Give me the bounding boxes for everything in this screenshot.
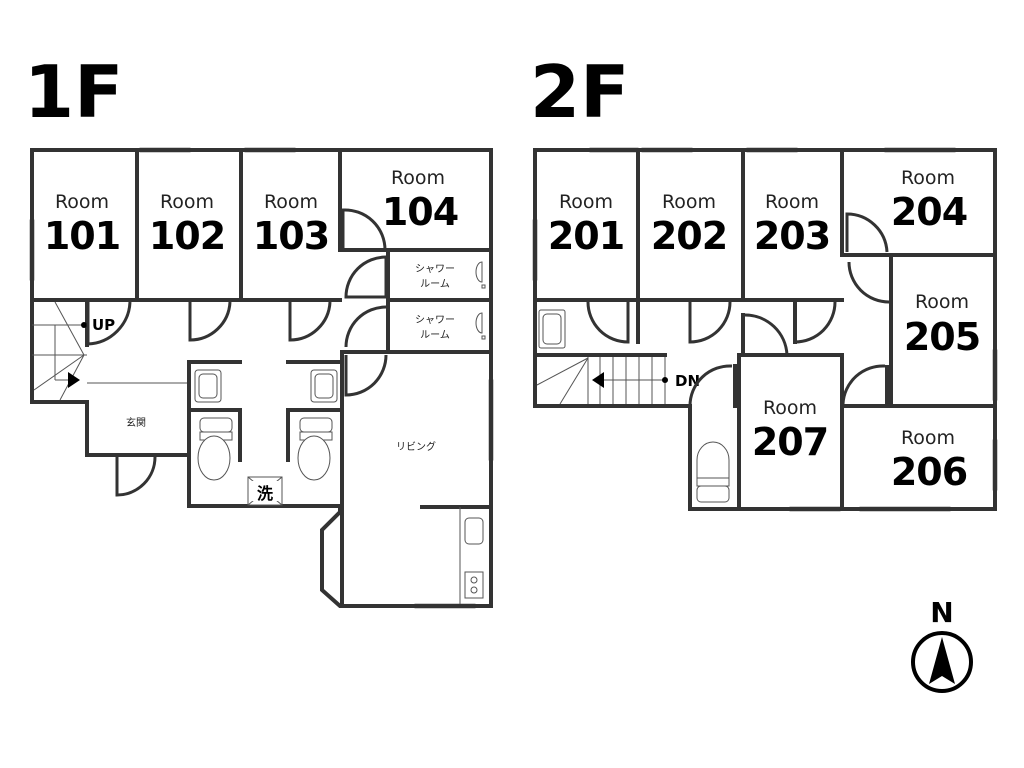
laundry-label: 洗 [257,484,273,503]
north-arrow-icon [929,637,955,684]
room-206-word: Room [901,427,955,449]
toilet-icon [197,417,233,481]
entrance-label: 玄関 [126,416,146,429]
door[interactable] [845,212,889,253]
toilet-icon [696,441,730,503]
shower-room-2-line2: ルーム [420,329,450,341]
floor-2f-plan: DN Room 201 Room 202 Room 203 Room 204 R… [532,147,998,512]
shower-room-1-line1: シャワー [415,264,455,275]
staircase-2f: DN [536,357,700,405]
door[interactable] [793,301,837,344]
door[interactable] [86,300,132,346]
room-201-number: 201 [548,214,624,258]
room-203-word: Room [765,191,819,213]
floor-label-2f: 2F [530,50,629,134]
kitchen-sink-icon [464,517,484,545]
floor-label-1f: 1F [24,50,123,134]
door[interactable] [288,301,332,342]
room-204-number: 204 [891,190,967,234]
door[interactable] [341,208,387,251]
door[interactable] [344,354,388,397]
entrance-door[interactable] [115,456,157,497]
stair-arrow-icon [68,372,80,388]
door[interactable] [841,364,886,405]
stair-label-dn: DN [675,372,700,390]
living-label: リビング [396,440,436,453]
room-203-number: 203 [754,214,830,258]
door[interactable] [688,364,733,407]
compass-circle-icon [911,631,973,693]
stair-arrow-icon [592,372,604,388]
compass-north-label: N [930,596,953,629]
room-205-word: Room [915,291,969,313]
room-101-word: Room [55,191,109,213]
staircase-1f: UP [32,301,115,401]
shower-room-1-line2: ルーム [420,278,450,290]
door[interactable] [188,301,232,342]
room-103-word: Room [264,191,318,213]
room-206-number: 206 [891,450,967,494]
room-101-number: 101 [44,214,120,258]
room-201-word: Room [559,191,613,213]
room-202-number: 202 [651,214,727,258]
door[interactable] [688,301,732,344]
room-204-word: Room [901,167,955,189]
room-202-word: Room [662,191,716,213]
door[interactable] [344,305,387,348]
room-205-number: 205 [904,315,980,359]
shower-room-2-line1: シャワー [415,315,455,326]
door[interactable] [344,255,388,299]
stove-icon [464,571,484,599]
outer-wall-2f [533,148,997,511]
room-207-number: 207 [752,420,828,464]
floor-1f-plan: UP [29,147,494,609]
room-104-word: Room [391,167,445,189]
room-103-number: 103 [253,214,329,258]
door[interactable] [847,261,890,304]
room-102-word: Room [160,191,214,213]
room-207-word: Room [763,397,817,419]
door[interactable] [586,301,630,344]
stair-label-up: UP [92,316,115,334]
compass: N [911,596,973,693]
toilet-icon [297,417,333,481]
door[interactable] [744,313,789,356]
room-102-number: 102 [149,214,225,258]
room-104-number: 104 [382,190,458,234]
